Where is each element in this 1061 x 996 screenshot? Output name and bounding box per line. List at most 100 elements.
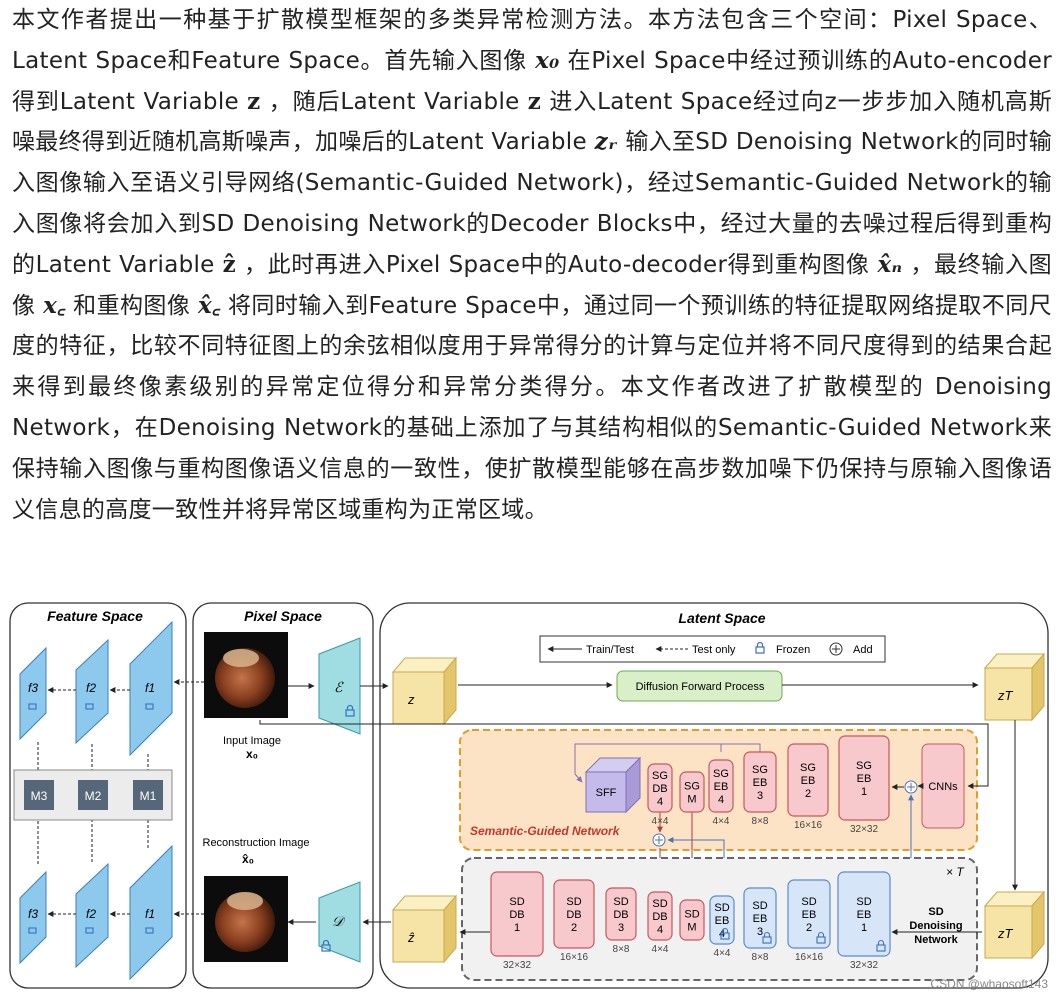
input-image — [204, 632, 288, 718]
sg-block-label: SG — [752, 764, 768, 776]
sg-block-1: SGM — [679, 771, 705, 813]
f2-label: f2 — [86, 907, 96, 921]
f1-label: f1 — [145, 907, 155, 921]
sd-block-size: 4×4 — [714, 948, 731, 959]
add-icon — [829, 642, 843, 656]
feature-map-f2-bottom: f2 — [75, 862, 109, 969]
lock-icon — [816, 931, 826, 944]
sg-block-label: EB — [753, 777, 768, 789]
sg-block-label: SG — [713, 768, 729, 780]
sd-block-label: EB — [857, 909, 872, 921]
sg-block-label: 4 — [657, 796, 663, 808]
sg-blocks: SGDB44×4SGMSGEB44×4SGEB38×8SGEB216×16SGE… — [647, 735, 890, 835]
sd-block-label: DB — [509, 909, 524, 921]
zhat-label: ẑ — [407, 930, 415, 945]
legend-add: Add — [853, 644, 873, 656]
sd-block-label: DB — [613, 909, 628, 921]
sg-block-label: DB — [652, 783, 667, 795]
text-run: 在Pixel Space中经过预训练的Auto-encoder 得到Latent… — [12, 47, 1052, 115]
m3-label: M3 — [31, 789, 48, 803]
text-run: 输入至SD Denoising Network的同时输入图像输入至语义引导网络(… — [12, 129, 1052, 278]
sd-block-4: SDM — [679, 899, 705, 941]
math-xchat: x̂꜀ — [197, 291, 221, 319]
sd-block-label: DB — [566, 909, 581, 921]
add-icon — [904, 780, 918, 794]
encoder-label: ℰ — [334, 679, 344, 695]
sg-block-label: 4 — [718, 794, 724, 806]
sg-block-label: M — [687, 794, 696, 806]
sd-block-label: M — [687, 922, 696, 934]
sd-block-size: 8×8 — [752, 952, 769, 963]
sg-block-label: 2 — [805, 788, 811, 800]
z-label: z — [407, 692, 415, 707]
math-z: z — [247, 87, 261, 115]
sd-block-size: 16×16 — [560, 952, 589, 963]
latent-zhat-cube: ẑ — [391, 894, 458, 964]
zT-label: zT — [997, 688, 1014, 703]
sd-block-label: SD — [752, 900, 767, 912]
sg-block-label: 1 — [861, 786, 867, 798]
math-z: z — [527, 87, 542, 115]
sd-block-label: 2 — [571, 922, 577, 934]
sd-blocks: SDDB132×32SDDB216×16SDDB38×8SDDB44×4SDMS… — [490, 871, 891, 971]
sd-block-label: SD — [652, 898, 667, 910]
sff-label: SFF — [596, 787, 617, 799]
f3-label: f3 — [28, 681, 38, 695]
input-image-var: x₀ — [246, 747, 258, 761]
feature-map-f1-bottom: f1 — [129, 844, 173, 981]
latent-zT-cube-bottom: zT — [983, 890, 1046, 960]
text-run: ，此时再进入Pixel Space中的Auto-decoder得到重构图像 — [235, 251, 878, 278]
legend-train-test: Train/Test — [586, 644, 634, 656]
sd-block-size: 32×32 — [850, 960, 879, 971]
sg-block-size: 4×4 — [652, 816, 669, 827]
math-zr: zᵣ — [594, 128, 618, 156]
sd-block-label: SD — [714, 902, 729, 914]
sd-block-label: 4 — [719, 928, 725, 940]
add-icon — [652, 833, 666, 847]
text-run: 和重构图像 — [65, 292, 198, 319]
sd-block-label: 4 — [657, 924, 663, 936]
zT-label: zT — [997, 926, 1014, 941]
sd-block-label: SD — [509, 896, 524, 908]
anomaly-map-m3: M3 — [24, 780, 54, 810]
text-run: 本文作者提出一种基于扩散模型框架的多类异常检测方法。本方法包含三个空间：Pixe… — [12, 7, 1052, 74]
input-image-label: Input Image — [223, 735, 281, 747]
lock-icon — [755, 641, 765, 654]
legend: Train/Test Test only Frozen Add — [539, 635, 886, 663]
sg-block-label: SG — [684, 781, 700, 793]
pixel-space-title: Pixel Space — [244, 608, 322, 624]
sd-block-label: SD — [856, 896, 871, 908]
text-run: ，最终输入图像 — [12, 251, 1052, 319]
recon-image-label: Reconstruction Image — [203, 837, 310, 849]
sg-block-label: EB — [714, 781, 729, 793]
sg-block-label: EB — [801, 775, 816, 787]
reconstruction-image — [204, 876, 288, 962]
lock-icon — [762, 931, 772, 944]
sd-block-label: 2 — [806, 922, 812, 934]
feature-map-f2-top: f2 — [75, 638, 109, 745]
sff-block: SFF — [584, 756, 642, 814]
times-T-label: × T — [946, 865, 965, 879]
paragraph-text: 本文作者提出一种基于扩散模型框架的多类异常检测方法。本方法包含三个空间：Pixe… — [12, 0, 1052, 530]
sg-block-size: 16×16 — [794, 820, 823, 831]
latent-z-cube: z — [391, 656, 458, 726]
decoder-label: 𝒟 — [332, 913, 346, 929]
watermark: CSDN @whaosoft143 — [930, 977, 1048, 991]
sd-block-label: EB — [802, 909, 817, 921]
math-xc: x꜀ — [43, 291, 66, 319]
sg-block-label: SG — [800, 762, 816, 774]
sd-block-size: 4×4 — [652, 944, 669, 955]
sd-denoising-network-label: SD Denoising Network — [909, 906, 962, 946]
feature-map-f1-top: f1 — [129, 620, 173, 757]
sgn-flow-lines — [259, 720, 989, 887]
